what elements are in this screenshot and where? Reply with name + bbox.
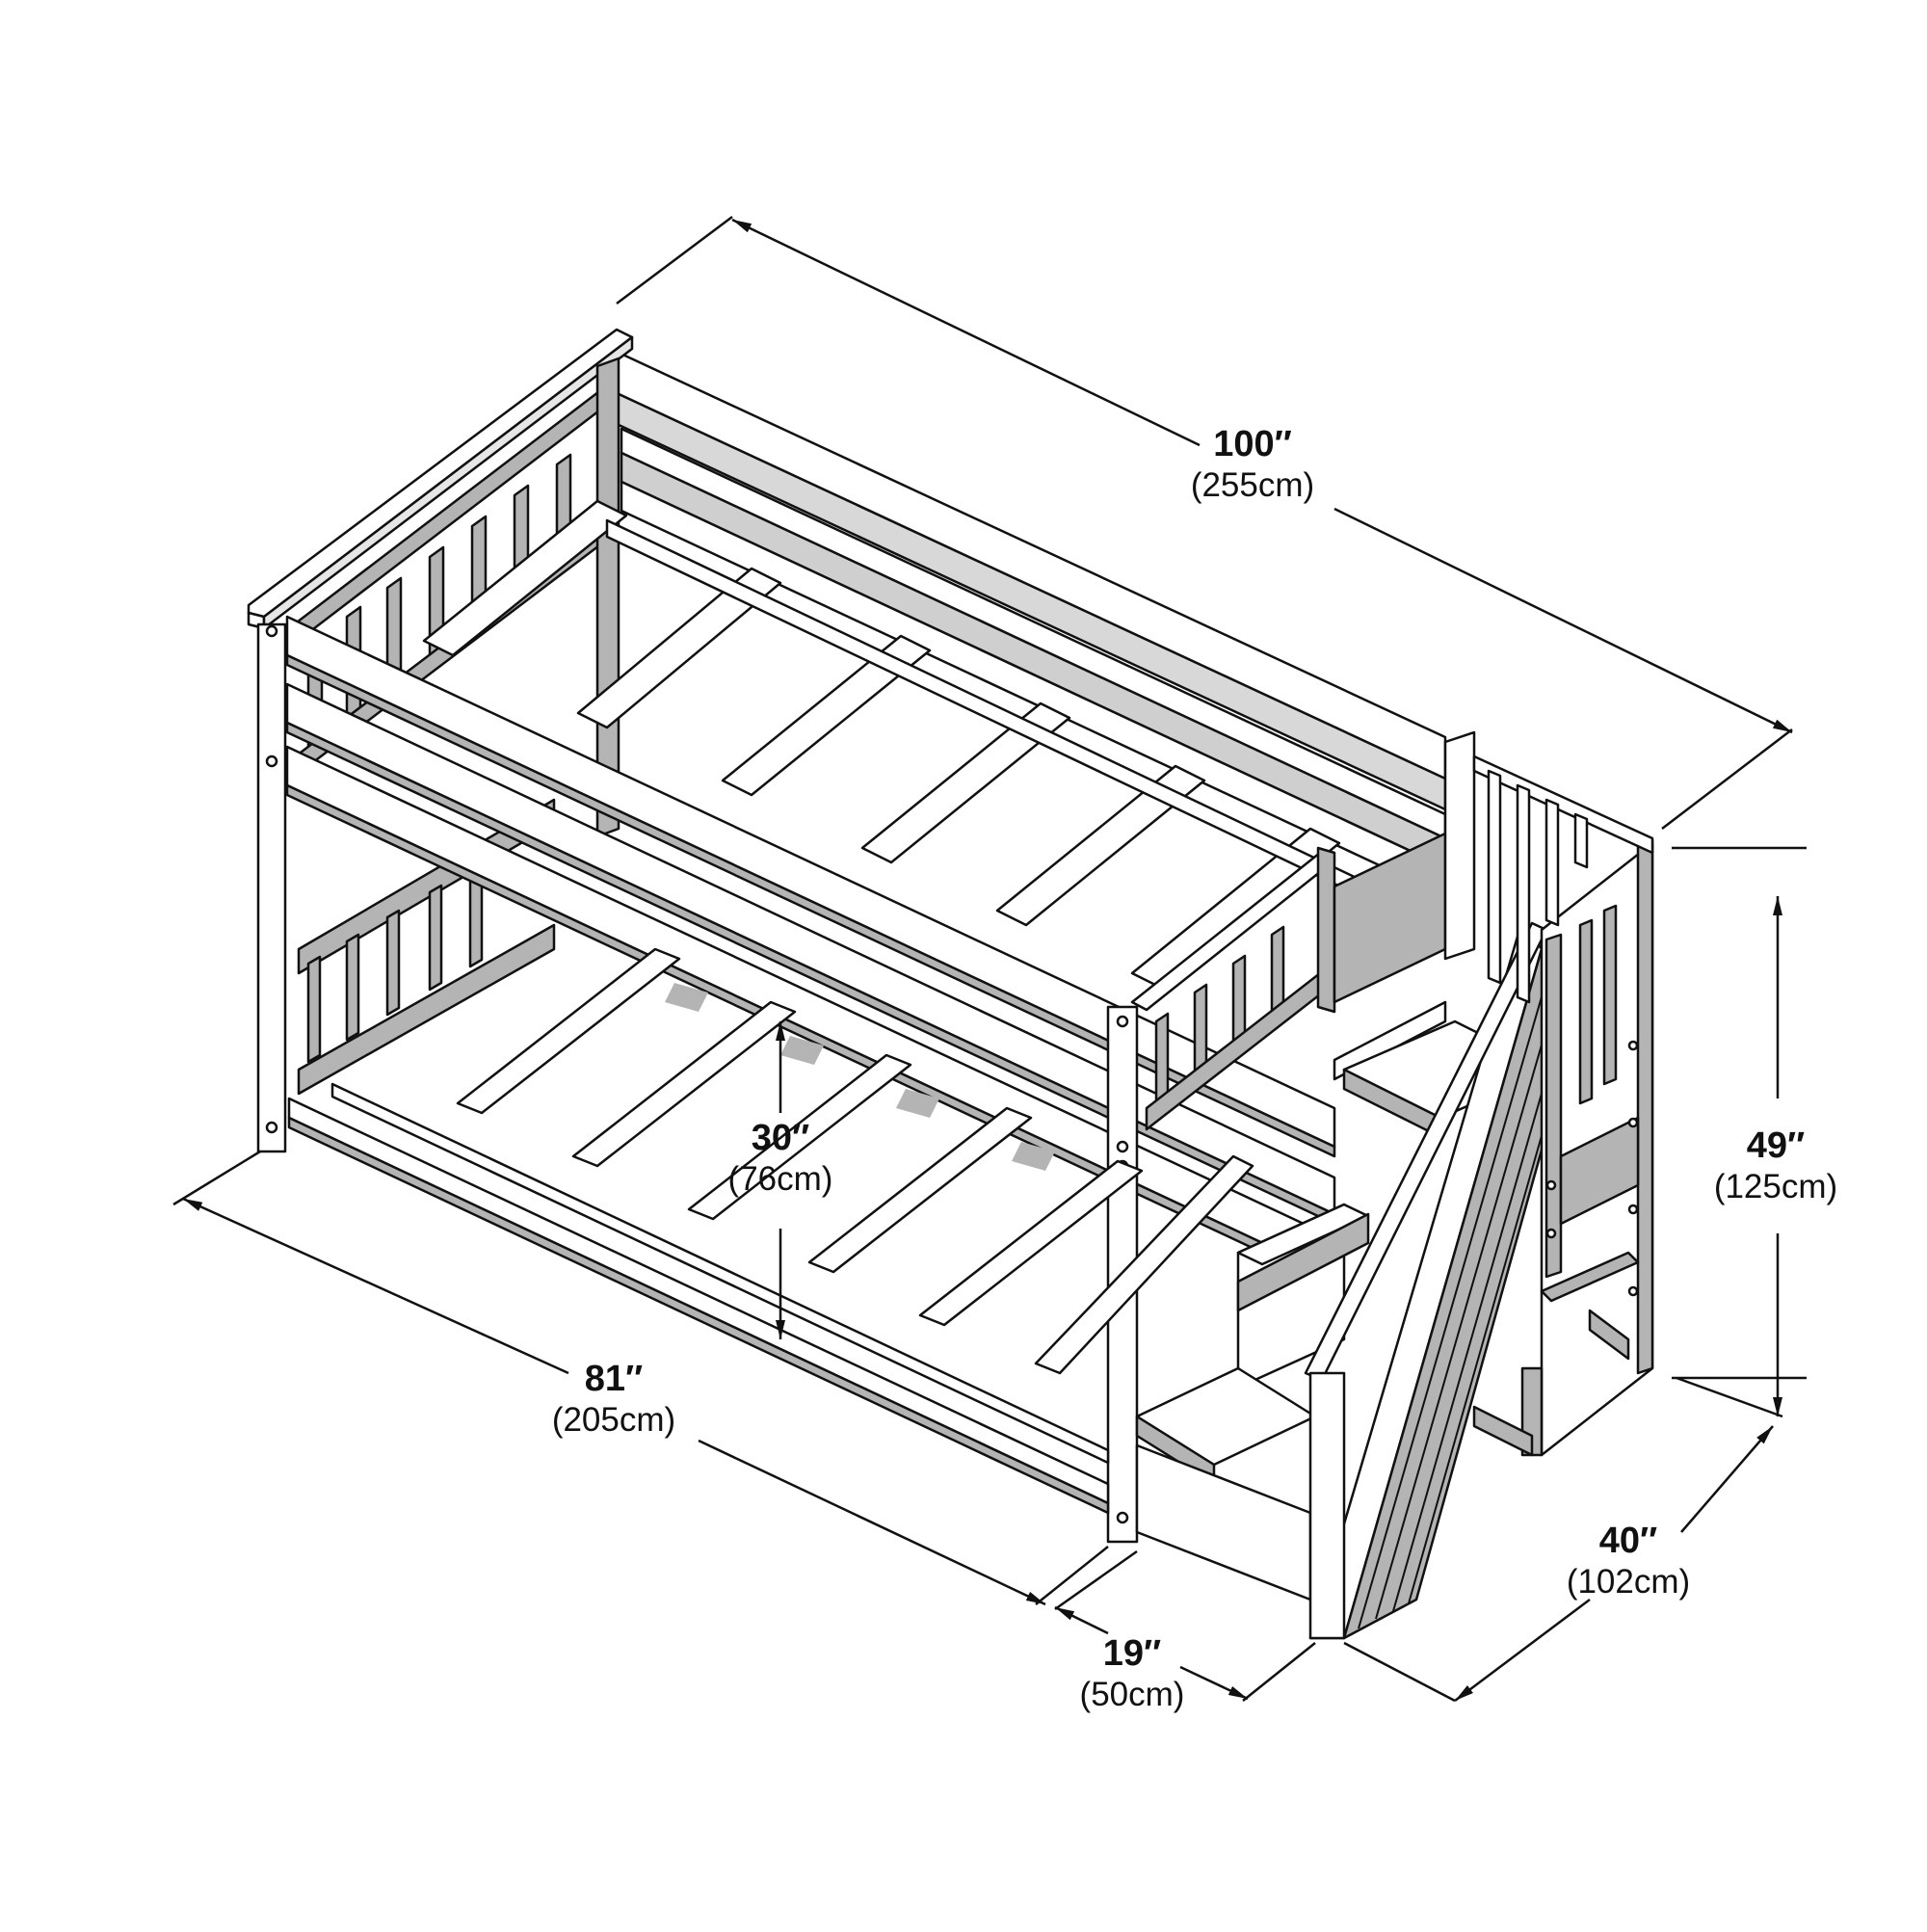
overall-length-metric: (255cm) (1190, 465, 1315, 504)
dimension-label-bed-length: 81″ (205cm) (552, 1359, 675, 1440)
overall-width-metric: (102cm) (1566, 1562, 1691, 1601)
stair-depth-imperial: 19″ (1102, 1633, 1162, 1674)
clearance-height-imperial: 30″ (751, 1118, 810, 1158)
back-guard-rail (615, 350, 1447, 898)
dimension-lines (172, 216, 1807, 1703)
overall-height-metric: (125cm) (1713, 1167, 1838, 1205)
overall-width-imperial: 40″ (1598, 1521, 1658, 1561)
dimension-label-overall-height: 49″ (125cm) (1714, 1125, 1837, 1206)
lower-slats (456, 947, 1254, 1375)
dimension-label-clearance-height: 30″ (76cm) (728, 1118, 833, 1199)
clearance-height-metric: (76cm) (727, 1159, 833, 1198)
upper-slats (422, 499, 1341, 990)
lower-slat-shadows (665, 983, 1055, 1171)
overall-height-imperial: 49″ (1746, 1125, 1806, 1166)
bed-length-imperial: 81″ (584, 1359, 644, 1399)
staircase (1135, 730, 1654, 1640)
dimension-label-stair-depth: 19″ (50cm) (1080, 1633, 1185, 1714)
dimension-label-overall-length: 100″ (255cm) (1191, 424, 1314, 505)
bed-length-metric: (205cm) (551, 1400, 676, 1439)
lower-bed-frame (287, 1082, 1110, 1515)
dimension-label-overall-width: 40″ (102cm) (1567, 1521, 1690, 1601)
overall-length-imperial: 100″ (1213, 424, 1292, 464)
stair-depth-metric: (50cm) (1079, 1675, 1185, 1713)
upper-front-guard-rail (285, 615, 1336, 1288)
